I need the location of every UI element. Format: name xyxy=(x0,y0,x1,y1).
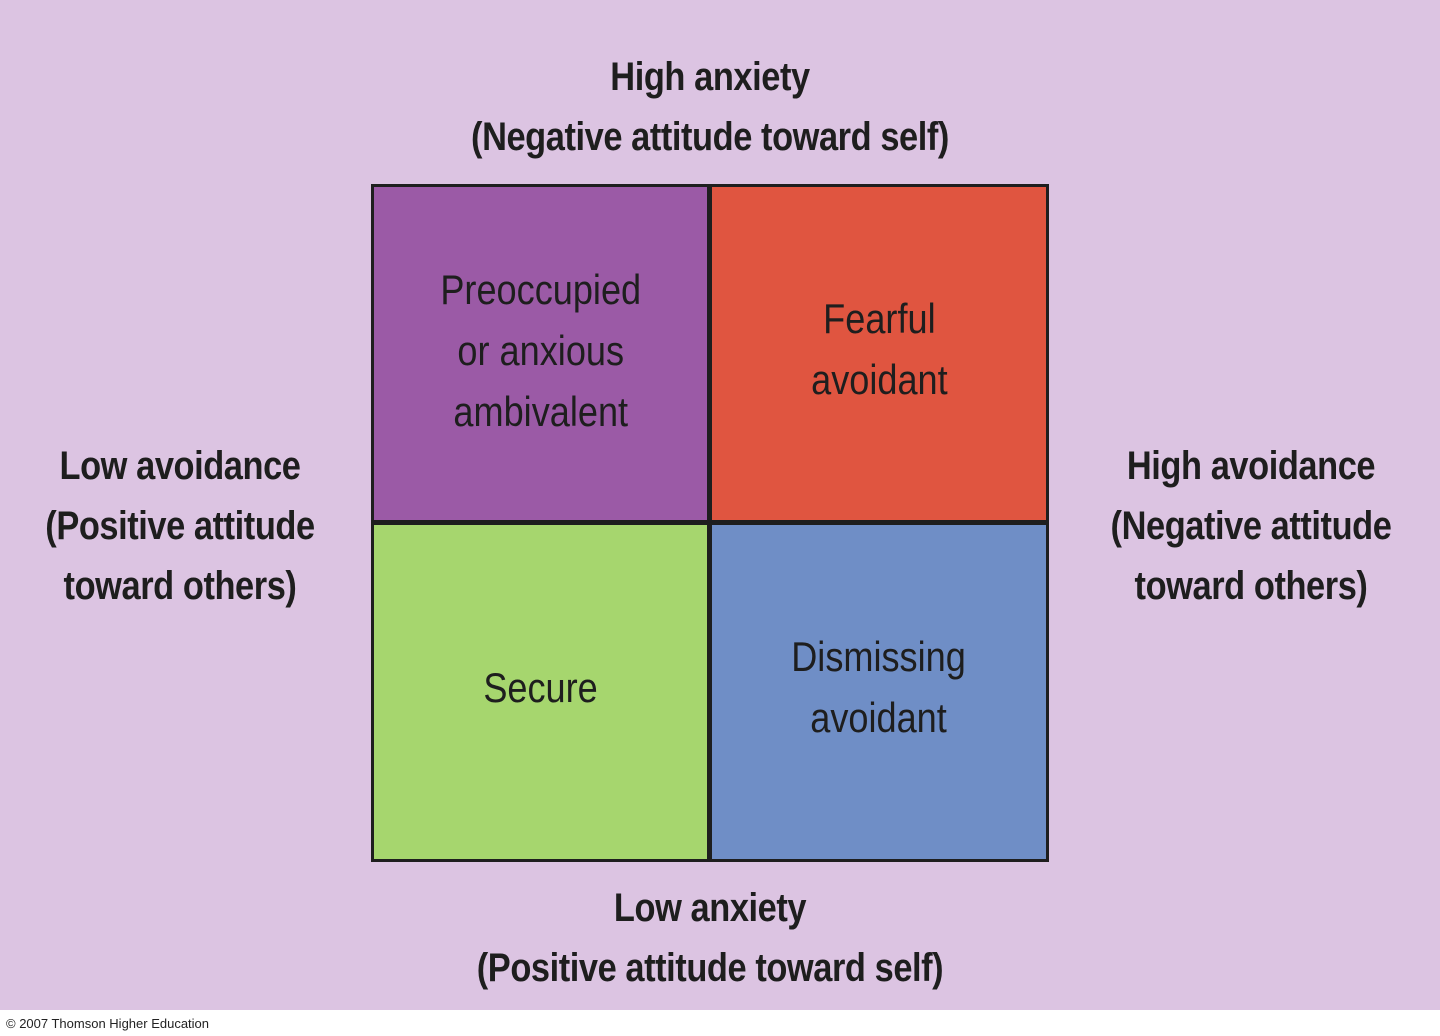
quadrant-preoccupied: Preoccupied or anxious ambivalent xyxy=(374,187,707,520)
axis-right-line-3: toward others) xyxy=(1134,564,1368,608)
axis-bottom-line-1: Low anxiety xyxy=(613,886,807,930)
axis-left-line-3: toward others) xyxy=(63,564,297,608)
quadrant-label: Preoccupied or anxious ambivalent xyxy=(440,259,641,442)
axis-label-high-anxiety: High anxiety (Negative attitude toward s… xyxy=(392,47,1028,167)
quadrant-label: Secure xyxy=(483,657,597,718)
axis-left-line-1: Low avoidance xyxy=(59,444,301,488)
axis-top-line-2: (Negative attitude toward self) xyxy=(471,115,949,159)
axis-bottom-line-2: (Positive attitude toward self) xyxy=(476,946,944,990)
axis-top-line-1: High anxiety xyxy=(610,55,810,99)
quadrant-label-line: Secure xyxy=(483,663,598,711)
quadrant-label: Dismissing avoidant xyxy=(792,626,967,748)
axis-right-line-2: (Negative attitude xyxy=(1110,504,1392,548)
quadrant-label-line: Dismissing xyxy=(791,633,967,680)
axis-right-line-1: High avoidance xyxy=(1126,444,1376,488)
axis-left-line-2: (Positive attitude xyxy=(45,504,315,548)
quadrant-label: Fearful avoidant xyxy=(811,288,948,410)
quadrant-label-line: avoidant xyxy=(810,355,948,403)
quadrant-fearful-avoidant: Fearful avoidant xyxy=(712,187,1046,520)
quadrant-label-line: ambivalent xyxy=(453,388,628,435)
quadrant-label-line: Fearful xyxy=(822,294,936,342)
quadrant-label-line: avoidant xyxy=(810,694,948,741)
copyright-notice: © 2007 Thomson Higher Education xyxy=(6,1016,210,1031)
quadrant-label-line: Preoccupied xyxy=(440,266,641,313)
quadrant-label-line: or anxious xyxy=(457,327,624,374)
quadrant-dismissing-avoidant: Dismissing avoidant xyxy=(712,525,1046,859)
axis-label-low-anxiety: Low anxiety (Positive attitude toward se… xyxy=(392,878,1028,998)
quadrant-secure: Secure xyxy=(374,525,707,859)
axis-label-high-avoidance: High avoidance (Negative attitude toward… xyxy=(1088,436,1413,616)
axis-label-low-avoidance: Low avoidance (Positive attitude toward … xyxy=(25,436,335,616)
footer-bar xyxy=(0,1010,1440,1036)
quadrant-grid: Preoccupied or anxious ambivalent Fearfu… xyxy=(371,184,1049,862)
